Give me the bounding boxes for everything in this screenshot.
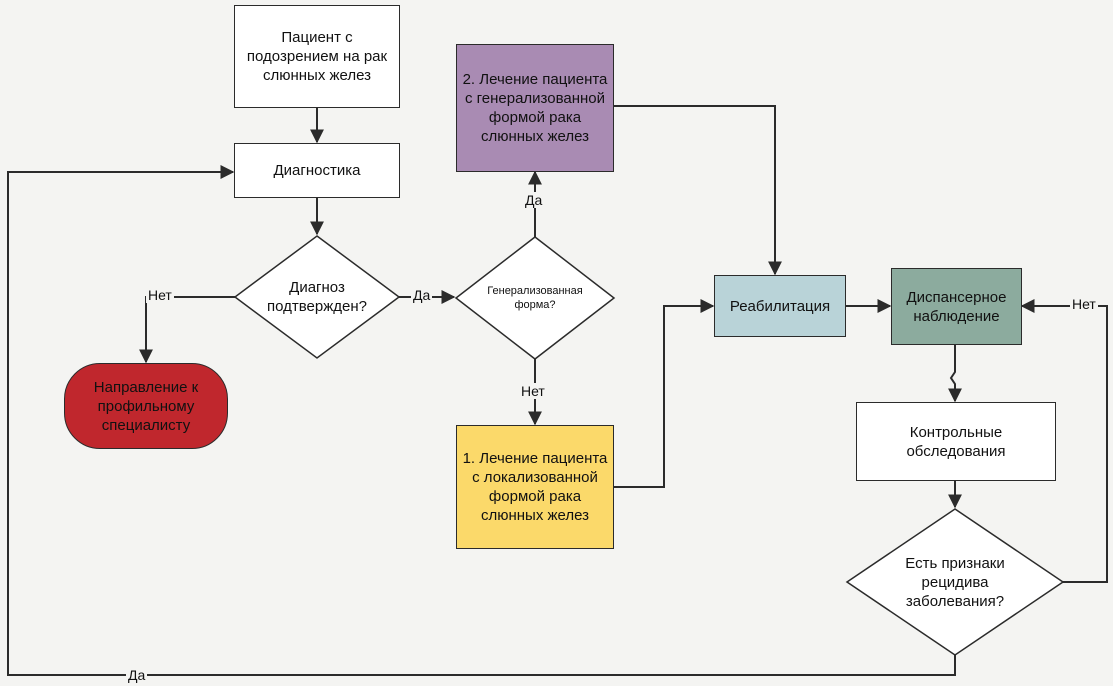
diagnosis-confirmed-text: Диагноз подтвержден? (262, 272, 372, 322)
treatment-localized-label: 1. Лечение пациента с локализованной фор… (462, 450, 608, 524)
treatment-localized-box: 1. Лечение пациента с локализованной фор… (456, 425, 614, 549)
edge-label-yes-recurrence: Да (126, 667, 148, 683)
diagnostics-box: Диагностика (234, 143, 400, 198)
generalized-form-text: Генерализованная форма? (472, 280, 598, 316)
rehabilitation-box: Реабилитация (714, 275, 846, 337)
dispensary-box: Диспансерное наблюдение (891, 268, 1022, 345)
edge-treatment1-rehab (614, 299, 715, 488)
treatment-generalized-label: 2. Лечение пациента с генерализованной ф… (462, 71, 608, 145)
dispensary-label: Диспансерное наблюдение (906, 288, 1007, 325)
recurrence-label: Есть признаки рецидива заболевания? (905, 554, 1005, 610)
edge-label-no-recurrence: Нет (1070, 296, 1098, 312)
edge-recurrence-diagnostics (7, 165, 956, 676)
edge-label-yes-confirmed: Да (411, 287, 433, 303)
diagnosis-confirmed-label: Диагноз подтвержден? (267, 279, 367, 315)
edge-label-no-referral: Нет (146, 287, 174, 303)
checkups-label: Контрольные обследования (906, 423, 1006, 460)
generalized-form-label: Генерализованная форма? (487, 285, 583, 311)
recurrence-text: Есть признаки рецидива заболевания? (890, 550, 1020, 614)
suspicion-label: Пациент с подозрением на рак слюнных жел… (246, 29, 388, 84)
edge-label-yes-generalized: Да (523, 192, 545, 208)
rehabilitation-label: Реабилитация (729, 297, 831, 315)
edge-dispensary-checkups (948, 345, 962, 403)
checkups-box: Контрольные обследования (856, 402, 1056, 481)
diagnosis-confirmed-diamond (233, 235, 401, 359)
edge-recurrence-dispensary (1020, 299, 1108, 583)
diagnostics-label: Диагностика (273, 162, 361, 179)
edge-label-no-localized: Нет (519, 383, 547, 399)
edge-treatment2-rehab (614, 105, 782, 276)
referral-label: Направление к профильному специалисту (93, 378, 199, 434)
suspicion-box: Пациент с подозрением на рак слюнных жел… (234, 5, 400, 108)
referral-box: Направление к профильному специалисту (64, 363, 228, 449)
edge-confirmed-referral (139, 296, 235, 364)
treatment-generalized-box: 2. Лечение пациента с генерализованной ф… (456, 44, 614, 172)
